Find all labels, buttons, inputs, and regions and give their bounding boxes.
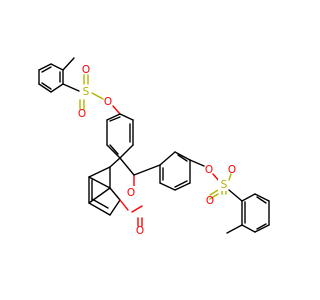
top-methyl-bond [62,57,75,71]
bottom-sulfonyl-oxygen-left: O [206,195,214,207]
top-sulfonyl-oxygen-upper: O [82,64,90,76]
lactone-ring-oxygen: O [127,187,135,199]
bottom-methyl-bond [226,224,243,234]
bottom-tolyl-ring [226,193,270,234]
bottom-ester-oxygen: O [205,164,213,176]
phthalide-core: O O [88,157,144,237]
top-sulfonyl-group: S O O O [62,64,121,120]
lower-sulfonyl-group: O S O O [205,164,243,207]
top-sulfur-label: S [83,86,90,98]
top-ester-oxygen: O [104,96,112,108]
molecule-structure: S O O O O O [38,57,270,237]
top-sulfonyl-oxygen-lower: O [78,108,86,120]
upper-phenylene-ring [106,113,135,176]
carbonyl-oxygen: O [136,225,144,237]
bottom-sulfur-label: S [221,179,228,191]
bottom-sulfonyl-oxygen-top: O [228,164,236,176]
lower-phenylene-ring [133,151,205,191]
top-tolyl-ring [38,57,75,93]
